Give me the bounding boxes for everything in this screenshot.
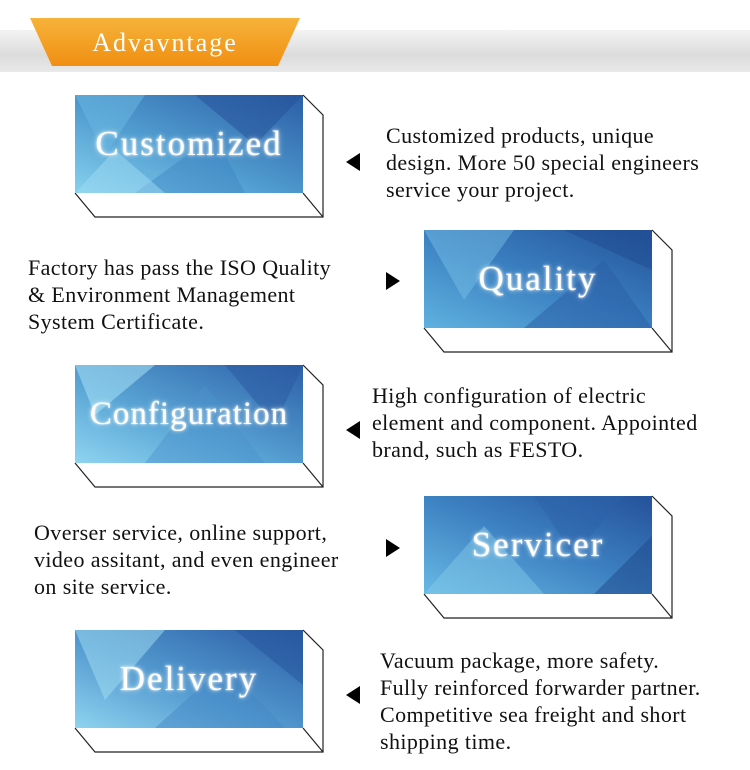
card-servicer: Servicer (423, 495, 673, 622)
description-line: element and component. Appointed (372, 410, 698, 435)
arrow-right-icon (386, 539, 400, 557)
card-configuration: Configuration (74, 364, 324, 491)
card-title: Customized (95, 124, 283, 163)
description-line: & Environment Management (28, 282, 296, 307)
section-tag: Advavntage (30, 18, 300, 66)
card-quality: Quality (423, 229, 673, 356)
description-servicer: Overser service, online support, video a… (34, 519, 339, 600)
arrow-left-icon (346, 421, 360, 439)
card-title: Quality (478, 259, 598, 298)
card-title: Servicer (471, 525, 605, 564)
arrow-right-icon (386, 272, 400, 290)
description-customized: Customized products, unique design. More… (386, 122, 699, 203)
description-quality: Factory has pass the ISO Quality & Envir… (28, 254, 331, 335)
description-line: System Certificate. (28, 309, 205, 334)
description-line: design. More 50 special engineers (386, 150, 700, 175)
description-line: Vacuum package, more safety. (380, 648, 660, 673)
tag-shape (30, 18, 300, 66)
description-configuration: High configuration of electric element a… (372, 382, 698, 463)
card-delivery: Delivery (74, 629, 324, 756)
description-line: Overser service, online support, (34, 520, 328, 545)
description-line: video assitant, and even engineer (34, 547, 339, 572)
description-line: brand, such as FESTO. (372, 437, 584, 462)
description-delivery: Vacuum package, more safety. Fully reinf… (380, 647, 701, 755)
arrow-left-icon (346, 686, 360, 704)
arrow-left-icon (346, 153, 360, 171)
description-line: shipping time. (380, 729, 512, 754)
description-line: service your project. (386, 177, 575, 202)
description-line: Factory has pass the ISO Quality (28, 255, 332, 280)
description-line: on site service. (34, 574, 172, 599)
description-line: Fully reinforced forwarder partner. (380, 675, 701, 700)
card-title: Delivery (119, 659, 259, 698)
section-title: Advavntage (92, 28, 238, 57)
description-line: Competitive sea freight and short (380, 702, 687, 727)
description-line: High configuration of electric (372, 383, 647, 408)
card-customized: Customized (74, 94, 324, 221)
card-title: Configuration (89, 396, 289, 432)
description-line: Customized products, unique (386, 123, 655, 148)
